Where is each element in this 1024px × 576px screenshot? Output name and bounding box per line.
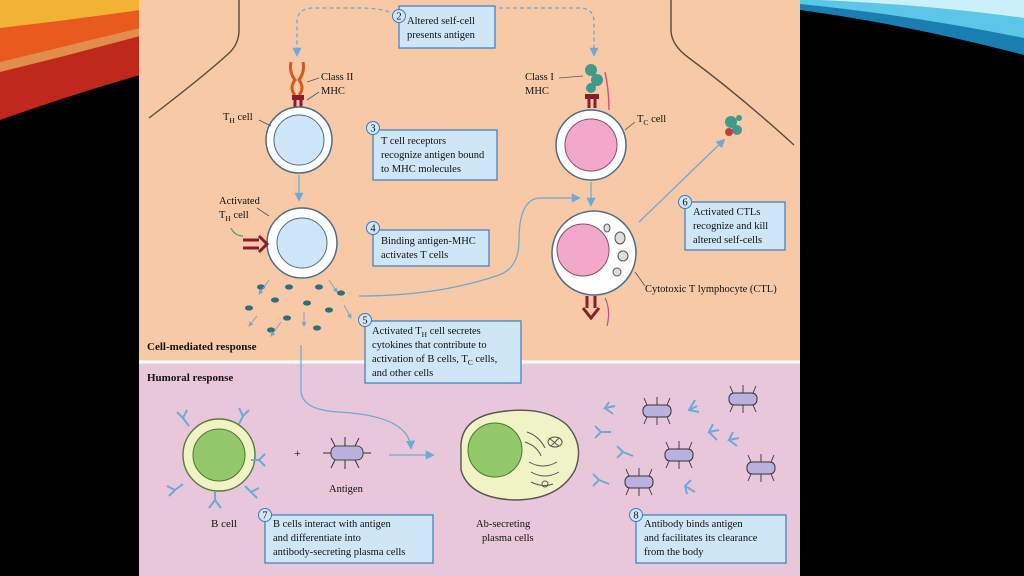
step-5-line-4: and other cells	[372, 368, 433, 379]
step-2-line-1: Altered self-cell	[407, 16, 475, 27]
arrow-cytokines-to-plasma	[300, 345, 416, 450]
step-8-line-3: from the body	[644, 547, 704, 558]
step-7-number: 7	[262, 511, 267, 522]
plasma-cell	[460, 409, 580, 501]
th-cell-label: TH cell	[223, 112, 253, 125]
right-decorative-swoosh	[800, 0, 1024, 55]
step-7-line-1: B cells interact with antigen	[273, 519, 392, 530]
step-6-line-2: recognize and kill	[693, 221, 768, 232]
step-3-line-2: recognize antigen bound	[381, 150, 485, 161]
step-2-callout: 2 Altered self-cell presents antigen	[392, 5, 496, 49]
step-7-line-2: and differentiate into	[273, 533, 361, 544]
dashed-arrow-to-class1	[499, 7, 599, 57]
plus-sign: +	[294, 446, 301, 460]
step-2-number: 2	[396, 12, 401, 23]
step-4-line-1: Binding antigen-MHC	[381, 236, 476, 247]
cytokines	[245, 284, 345, 333]
step-5-number: 5	[362, 316, 367, 327]
step-5-line-3: activation of B cells, TC cells,	[372, 354, 497, 367]
step-6-number: 6	[682, 198, 687, 209]
step-3-line-1: T cell receptors	[381, 136, 446, 147]
step-7-line-3: antibody-secreting plasma cells	[273, 547, 405, 558]
step-4-line-2: activates T cells	[381, 250, 448, 261]
activated-th-label: TH cell	[219, 210, 249, 223]
tc-cell	[555, 109, 636, 181]
class-ii-label: Class II	[321, 72, 354, 83]
b-cell-label: B cell	[211, 518, 237, 530]
antigen	[323, 437, 371, 469]
arrow-cytokines-to-ctl	[358, 193, 581, 297]
cell-mediated-title: Cell-mediated response	[147, 341, 257, 353]
ctl-cell	[551, 210, 646, 327]
step-4-number: 4	[370, 224, 376, 235]
b-cell-antibodies	[166, 407, 266, 509]
step-8-line-1: Antibody binds antigen	[644, 519, 743, 530]
antigen-label: Antigen	[329, 484, 364, 495]
tc-cell-label: TC cell	[637, 114, 666, 127]
plasma-label-line-2: plasma cells	[482, 533, 534, 544]
activated-label: Activated	[219, 196, 261, 207]
step-5-line-2: cytokines that contribute to	[372, 340, 487, 351]
immune-response-diagram: 2 Altered self-cell presents antigen 3 T…	[139, 0, 800, 576]
step-2-line-2: presents antigen	[407, 30, 476, 41]
cell-mediated-panel	[139, 0, 800, 362]
dashed-arrow-to-class2	[292, 7, 390, 57]
step-6-line-1: Activated CTLs	[693, 207, 760, 218]
class-i-mhc-label: MHC	[525, 86, 549, 97]
step-8-line-2: and facilitates its clearance	[644, 533, 758, 544]
step-7-callout: 7 B cells interact with antigen and diff…	[258, 508, 434, 564]
step-4-callout: 4 Binding antigen-MHC activates T cells	[366, 221, 490, 267]
altered-self-cell-fragment	[725, 115, 742, 136]
antibody-antigen-complexes	[592, 385, 776, 496]
humoral-title: Humoral response	[147, 372, 233, 384]
step-3-line-3: to MHC molecules	[381, 164, 461, 175]
activated-th-cell	[230, 207, 338, 279]
step-6-line-3: altered self-cells	[693, 235, 762, 246]
step-3-number: 3	[370, 124, 375, 135]
step-6-callout: 6 Activated CTLs recognize and kill alte…	[678, 195, 786, 251]
step-8-number: 8	[633, 511, 638, 522]
class-i-mhc-icon	[585, 64, 610, 111]
step-8-callout: 8 Antibody binds antigen and facilitates…	[629, 508, 787, 564]
step-3-callout: 3 T cell receptors recognize antigen bou…	[366, 121, 498, 181]
th-cell	[258, 106, 333, 174]
left-decorative-swoosh	[0, 0, 140, 120]
plasma-label-line-1: Ab-secreting	[476, 519, 531, 530]
step-5-line-1: Activated TH cell secretes	[372, 326, 481, 339]
class-i-label: Class I	[525, 72, 554, 83]
ctl-label: Cytotoxic T lymphocyte (CTL)	[645, 284, 777, 295]
b-cell	[166, 407, 266, 509]
step-5-callout: 5 Activated TH cell secretes cytokines t…	[358, 313, 522, 384]
class-ii-mhc-label: MHC	[321, 86, 345, 97]
altered-self-cell-outline	[148, 0, 795, 146]
